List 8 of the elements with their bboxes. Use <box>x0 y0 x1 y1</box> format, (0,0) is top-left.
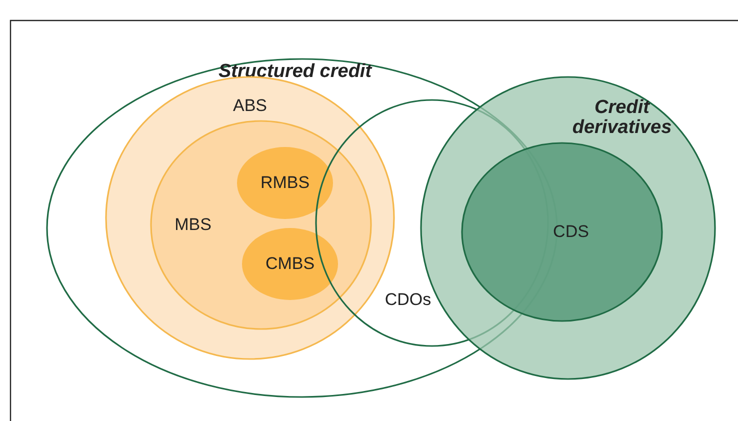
set-title: Structured credit <box>218 62 372 82</box>
set-label: MBS <box>174 216 212 234</box>
set-label: CDS <box>553 223 589 241</box>
set-label: CMBS <box>265 255 315 273</box>
set-label: ABS <box>232 97 268 115</box>
set-label: CDOs <box>384 291 432 309</box>
set-label: RMBS <box>260 174 310 192</box>
set-title: Credit derivatives <box>571 98 673 138</box>
